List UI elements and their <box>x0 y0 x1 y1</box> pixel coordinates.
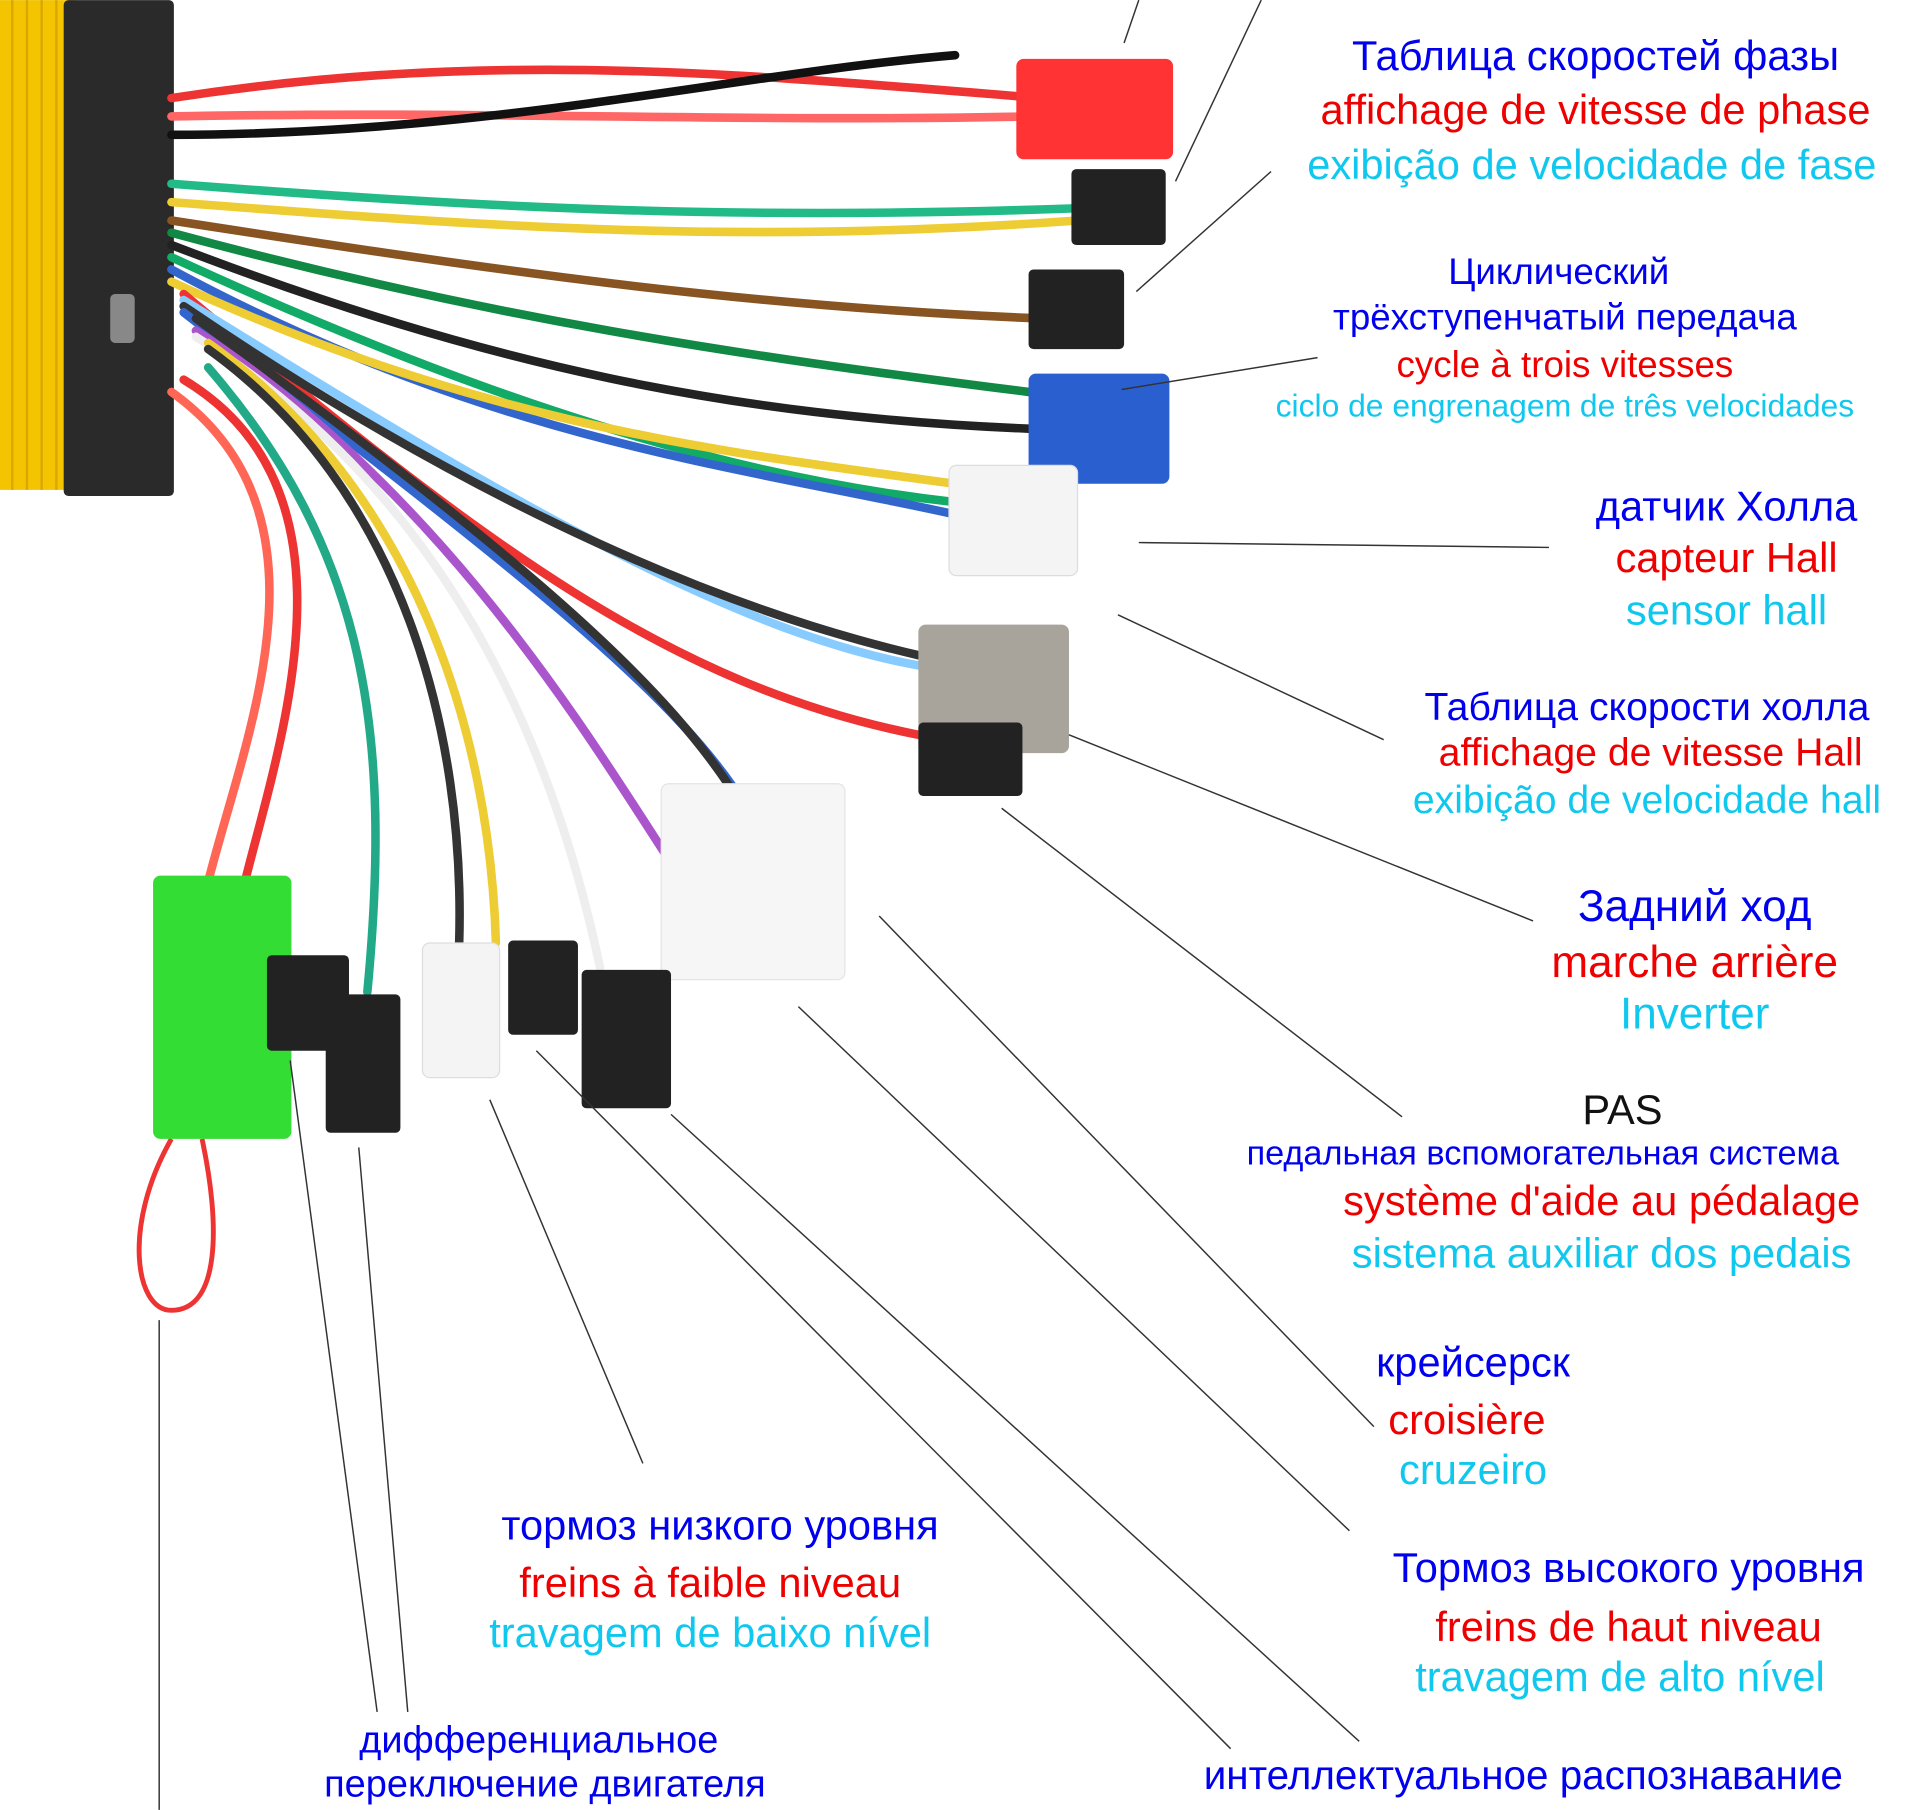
black-connector <box>325 994 401 1133</box>
black-connector <box>1028 269 1125 350</box>
label-pt: sistema auxiliar dos pedais <box>1352 1229 1852 1276</box>
label-pt: exibição de velocidade hall <box>1413 779 1881 822</box>
label-ru: переключение двигателя <box>324 1763 766 1805</box>
label-hall-sensor: датчик Холла capteur Hall sensor hall <box>1596 483 1858 634</box>
controller-body <box>0 0 174 497</box>
label-hall-speed: Таблица скорости холла affichage de vite… <box>1413 686 1881 822</box>
label-pt: travagem de alto nível <box>1415 1653 1825 1700</box>
label-three-speed: Циклический трёхступенчатый передача cyc… <box>1276 251 1855 423</box>
blue-connector <box>1028 373 1170 484</box>
label-ru: датчик Холла <box>1596 483 1858 530</box>
label-title: PAS <box>1582 1086 1662 1133</box>
connectors <box>153 58 1174 1139</box>
label-ru: тормоз низкого уровня <box>501 1501 938 1548</box>
label-ru: дифференциальное <box>359 1719 718 1761</box>
white-connector <box>660 783 846 981</box>
label-ru: крейсерск <box>1376 1338 1571 1385</box>
label-fr: affichage de vitesse Hall <box>1439 731 1863 774</box>
label-low-brake: тормоз низкого уровня freins à faible ni… <box>489 1501 938 1656</box>
label-reverse: Задний ход marche arrière Inverter <box>1551 882 1838 1039</box>
black-connector <box>1071 169 1166 245</box>
black-connector <box>918 722 1023 797</box>
label-pt: travagem de baixo nível <box>489 1609 931 1656</box>
green-connector <box>153 875 292 1139</box>
red-connector <box>1016 58 1174 160</box>
label-fr: freins à faible niveau <box>519 1559 901 1606</box>
white-connector <box>948 464 1079 577</box>
label-fr: marche arrière <box>1551 938 1838 987</box>
label-pas: PAS педальная вспомогательная система sy… <box>1247 1086 1861 1276</box>
label-pt: Inverter <box>1620 990 1769 1039</box>
label-cruise: крейсерск croisière cruzeiro <box>1376 1338 1571 1493</box>
label-pt: exibição de velocidade de fase <box>1307 141 1876 188</box>
label-fr: cycle à trois vitesses <box>1397 344 1734 385</box>
black-connector <box>581 969 672 1109</box>
label-ru: Таблица скоростей фазы <box>1352 32 1839 79</box>
label-pt: cruzeiro <box>1399 1446 1547 1493</box>
black-connector <box>508 940 578 1035</box>
label-fr: affichage de vitesse de phase <box>1321 86 1871 133</box>
label-fr: système d'aide au pédalage <box>1343 1177 1860 1224</box>
label-pt: sensor hall <box>1626 587 1827 634</box>
label-ru: Задний ход <box>1578 882 1812 931</box>
label-differential: дифференциальное переключение двигателя <box>324 1719 766 1805</box>
white-connector <box>421 942 501 1079</box>
leader-lines <box>158 0 1549 1810</box>
label-ru: Тормоз высокого уровня <box>1393 1544 1865 1591</box>
label-ru: педальная вспомогательная система <box>1247 1135 1840 1173</box>
label-ru: интеллектуальное распознавание <box>1204 1752 1843 1798</box>
label-fr: freins de haut niveau <box>1435 1603 1821 1650</box>
label-ru: Циклический <box>1448 251 1669 292</box>
label-ru: Таблица скорости холла <box>1425 686 1870 729</box>
label-high-brake: Тормоз высокого уровня freins de haut ni… <box>1393 1544 1865 1700</box>
label-ru: трёхступенчатый передача <box>1333 296 1797 337</box>
gray-connector <box>918 624 1069 754</box>
label-pt: ciclo de engrenagem de três velocidades <box>1276 387 1855 423</box>
label-fr: capteur Hall <box>1615 534 1837 581</box>
label-fr: croisière <box>1388 1396 1545 1443</box>
label-smart: интеллектуальное распознавание <box>1204 1752 1843 1798</box>
wire-bundle <box>136 50 1082 1313</box>
label-phase-speed: Таблица скоростей фазы affichage de vite… <box>1307 32 1876 188</box>
